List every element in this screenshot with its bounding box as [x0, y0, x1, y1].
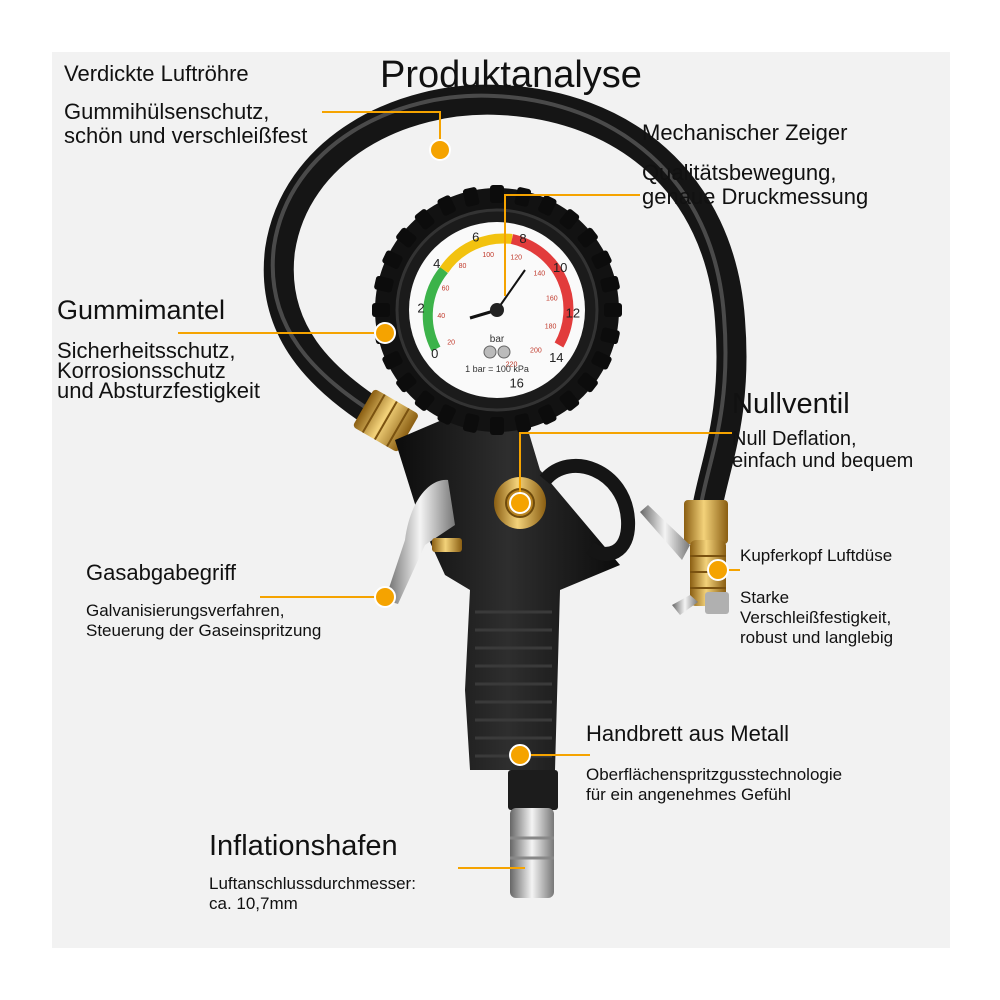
leader-valve [519, 432, 732, 503]
callout-valve-heading: Nullventil [732, 388, 850, 420]
gauge-inner-tick-label: 100 [482, 252, 494, 259]
gauge-tooth [414, 209, 435, 230]
callout-rubber-detail: Sicherheitsschutz, Korrosionsschutz und … [57, 338, 261, 403]
gauge-tooth [396, 372, 417, 393]
trigger-guard-loop [539, 458, 636, 561]
leader-pointer [504, 194, 640, 296]
gauge-outer-tick-label: 10 [553, 260, 567, 275]
callout-hose-detail: Gummihülsenschutz, schön und verschleißf… [64, 99, 308, 148]
gauge-tooth [538, 404, 557, 425]
dot-hose [429, 139, 451, 161]
gauge-inner-tick-label: 220 [506, 361, 518, 368]
nozzle-assembly [640, 500, 729, 615]
gauge-outer-tick-label: 16 [509, 376, 523, 391]
grip-ridges [475, 610, 552, 758]
hose-highlight [270, 93, 728, 513]
dot-nozzle [707, 559, 729, 581]
leader-hose [322, 111, 441, 148]
gauge-unit: bar [490, 334, 505, 345]
gauge-inner-tick-label: 120 [510, 255, 522, 262]
callout-port-heading: Inflationshafen [209, 830, 398, 862]
gauge-outer-tick-label: 6 [472, 229, 479, 244]
gauge-inner-tick-label: 180 [545, 324, 557, 331]
gauge-green-zone [422, 266, 448, 352]
gauge-inner-ticks: 20 40 60 80 100 120 140 160 180 200 220 [437, 252, 557, 368]
gauge-tooth [437, 195, 456, 216]
dot-rubber [374, 322, 396, 344]
gauge-tooth [591, 351, 612, 370]
callout-nozzle-heading: Kupferkopf Luftdüse [740, 546, 893, 565]
gauge-outer-tick-label: 0 [431, 346, 438, 361]
gauge-tooth [600, 275, 620, 293]
gauge-tooth [490, 417, 504, 435]
gauge-outer-tick-label: 8 [519, 231, 526, 246]
dot-valve [509, 492, 531, 514]
gun-body [395, 408, 620, 770]
gauge-outer-tick-label: 12 [566, 306, 580, 321]
callout-hose-heading: Verdickte Luftröhre [64, 61, 249, 86]
callout-trigger-heading: Gasabgabegriff [86, 560, 237, 585]
callout-lines [178, 111, 740, 869]
dot-trigger [374, 586, 396, 608]
callout-dots [374, 139, 729, 766]
gauge-tooth [374, 275, 394, 293]
hose-fitting-left [353, 389, 418, 452]
gauge-tooth [577, 227, 598, 248]
gauge-outer-tick-label: 14 [549, 350, 563, 365]
gauge-outer-ticks: 0 2 4 6 8 10 12 14 16 [417, 229, 580, 390]
gauge-inner-tick-label: 140 [533, 271, 545, 278]
gauge-tooth [382, 351, 403, 370]
gauge-outer-tick-label: 2 [417, 301, 424, 316]
gauge-inner-tick-label: 80 [459, 263, 467, 270]
gauge-rubber-teeth [372, 185, 622, 435]
gauge-inner-tick-label: 200 [530, 348, 542, 355]
gauge-inner-tick-label: 160 [546, 296, 558, 303]
gauge-tooth [559, 209, 580, 230]
page-title: Produktanalyse [380, 54, 642, 96]
gauge-inner-tick-label: 60 [442, 286, 450, 293]
gauge-tooth [600, 327, 620, 345]
gauge-yellow-zone [439, 233, 513, 273]
gauge-tooth [577, 372, 598, 393]
trigger-lever [385, 479, 455, 604]
callout-trigger-detail: Galvanisierungsverfahren, Steuerung der … [86, 601, 322, 640]
trigger-pivot [432, 538, 462, 552]
inflation-port-nut [508, 770, 558, 810]
inflation-port-plug [510, 808, 554, 898]
callout-nozzle-detail: Starke Verschleißfestigkeit, robust und … [740, 588, 894, 647]
gauge-tooth [514, 187, 532, 207]
gauge-tooth [382, 250, 403, 269]
gauge-red-zone [510, 234, 574, 348]
gauge-needle-hub [490, 303, 504, 317]
pressure-gauge: 0 2 4 6 8 10 12 14 16 20 40 60 80 100 120 140 160 180 200… [372, 185, 622, 435]
callout-pointer-detail: Qualitätsbewegung, genaue Druckmessung [642, 160, 869, 209]
gauge-inner-tick-label: 40 [437, 313, 445, 320]
gauge-tooth [414, 390, 435, 411]
gauge-caption: 1 bar = 100 kPa [465, 364, 529, 374]
gauge-tooth [514, 413, 532, 433]
callout-port-detail: Luftanschlussdurchmesser: ca. 10,7mm [209, 874, 416, 913]
gauge-inner-tick-label: 20 [447, 340, 455, 347]
gauge-tooth [462, 187, 480, 207]
gauge-tooth [604, 303, 622, 317]
gauge-tooth [372, 303, 390, 317]
gauge-tooth [437, 404, 456, 425]
callout-rubber-heading: Gummimantel [57, 295, 226, 325]
callout-pointer-heading: Mechanischer Zeiger [642, 120, 848, 145]
dot-handle [509, 744, 531, 766]
gauge-tooth [490, 185, 504, 203]
callout-handle-detail: Oberflächenspritzgusstechnologie für ein… [586, 765, 843, 804]
gauge-tooth [559, 390, 580, 411]
gauge-tooth [396, 227, 417, 248]
gauge-tooth [591, 250, 612, 269]
callout-valve-detail: Null Deflation, einfach und bequem [732, 428, 914, 472]
hose [263, 84, 747, 530]
callout-handle-heading: Handbrett aus Metall [586, 721, 789, 746]
gauge-tooth [462, 413, 480, 433]
gauge-tooth [538, 195, 557, 216]
gauge-outer-tick-label: 4 [433, 256, 440, 271]
